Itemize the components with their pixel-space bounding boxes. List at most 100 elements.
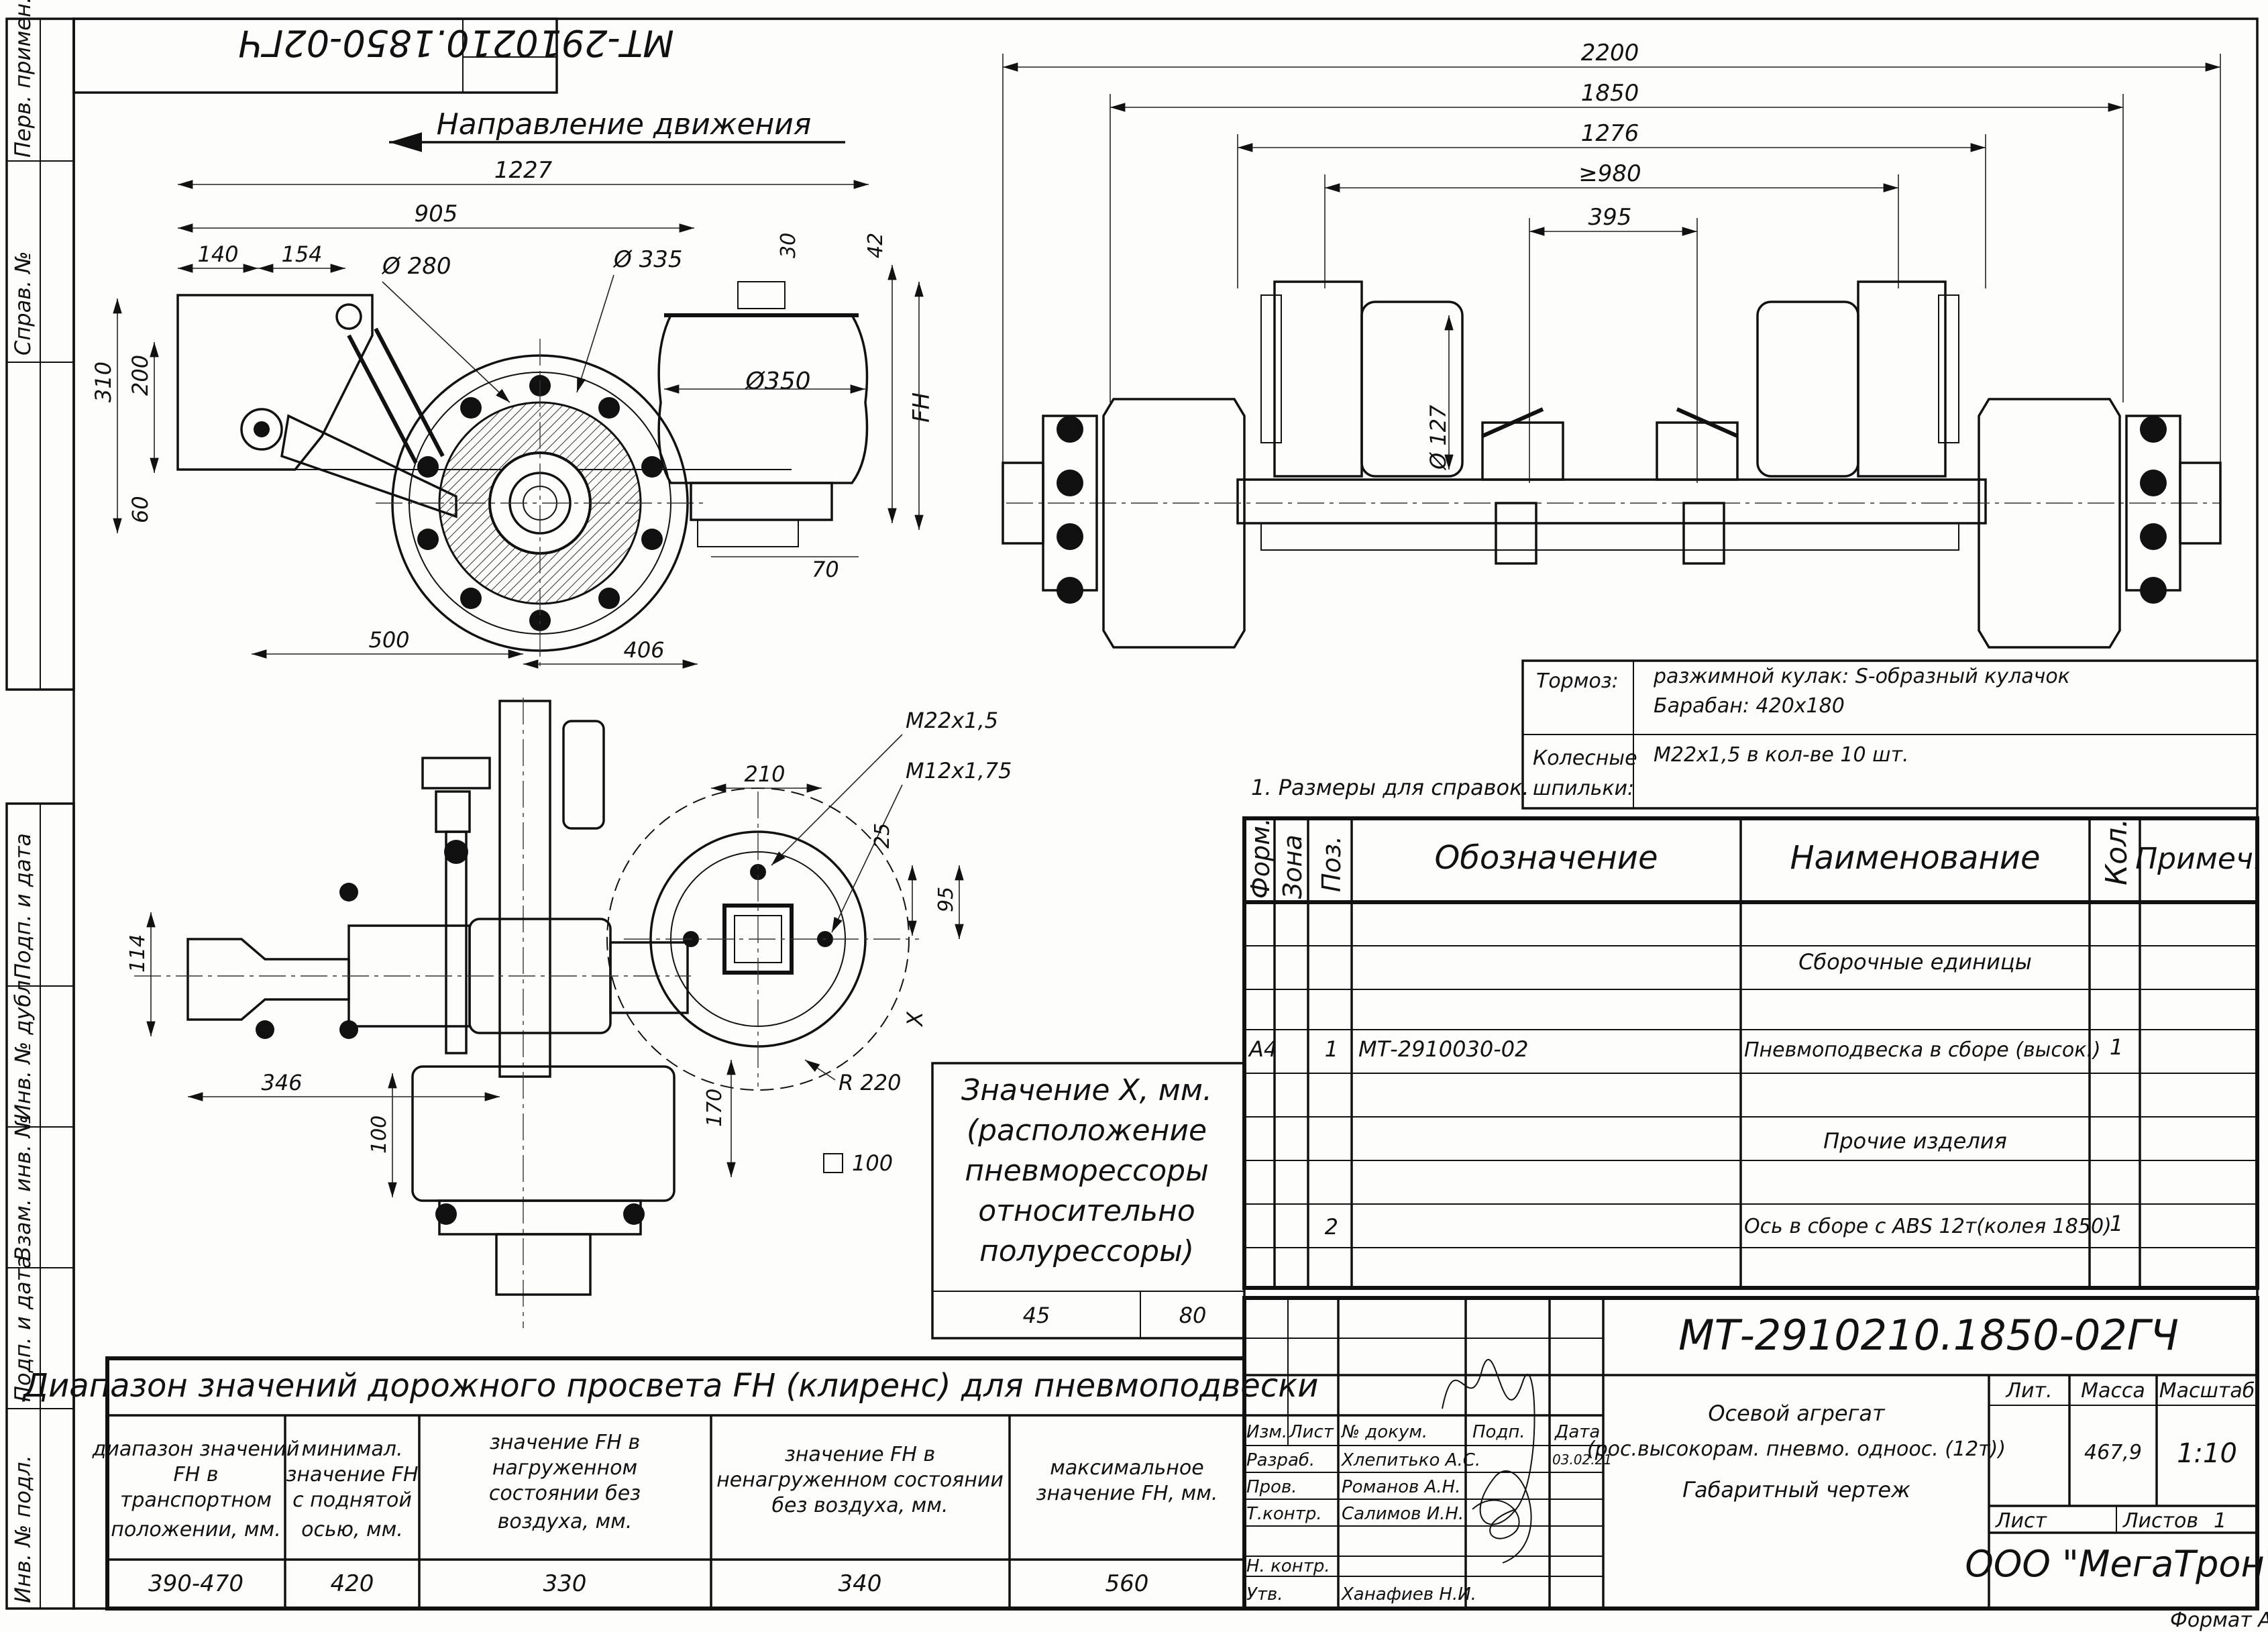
- x-box-value-2: 80: [1179, 1303, 1207, 1328]
- x-box-line-4: относительно: [978, 1194, 1195, 1228]
- clearance-h3-3: состоянии без: [489, 1482, 641, 1505]
- clearance-title: Диапазон значений дорожного просвета FH …: [22, 1367, 1319, 1405]
- tb-h-list: Лист: [1289, 1422, 1334, 1442]
- side-label-sprav: Справ. №: [10, 251, 36, 356]
- studs-label-2: шпильки:: [1533, 777, 1634, 800]
- spec-row2-pos: 2: [1325, 1214, 1338, 1240]
- spec-header-name: Наименование: [1790, 839, 2040, 877]
- x-value-box: Значение X, мм. (расположение пневморесс…: [931, 1062, 1246, 1340]
- side-labels: Перв. примен. Справ. № Подп. и дата Инв.…: [10, 0, 36, 1603]
- spec-header-designation: Обозначение: [1434, 839, 1658, 877]
- dim-170: 170: [703, 1089, 726, 1127]
- tb-h-scale: Масштаб: [2159, 1379, 2255, 1403]
- clearance-h3-2: нагруженном: [492, 1456, 637, 1480]
- dim-d335: Ø 335: [612, 246, 682, 273]
- tb-code: МТ-2910210.1850-02ГЧ: [1678, 1311, 2179, 1360]
- spec-row1-name: Пневмоподвеска в сборе (высок.): [1744, 1038, 2101, 1062]
- clearance-h2-4: осью, мм.: [301, 1518, 403, 1541]
- signature: [1442, 1358, 1535, 1564]
- clearance-v2: 420: [331, 1570, 374, 1597]
- dim-1227: 1227: [494, 157, 553, 184]
- clearance-v1: 390-470: [148, 1570, 244, 1597]
- tb-company: ООО "МегаТрон": [1965, 1543, 2268, 1585]
- studs-label-1: Колесные: [1533, 747, 1637, 770]
- spec-row2-qty: 1: [2110, 1211, 2123, 1236]
- x-box-line-5: полурессоры): [979, 1234, 1194, 1268]
- clearance-h3-1: значение FH в: [490, 1431, 640, 1454]
- tb-h-sign: Подп.: [1472, 1422, 1525, 1442]
- title-block: МТ-2910210.1850-02ГЧ Изм. Лист № докум. …: [1242, 1296, 2268, 1611]
- spec-row1-form: A4: [1248, 1036, 1277, 1062]
- dim-m22: M22x1,5: [906, 708, 998, 733]
- stamp-top-code: МТ-2910210.1850-02ГЧ: [238, 21, 673, 64]
- spec-table: Форм. Зона Поз. Обозначение Наименование…: [1242, 816, 2263, 1290]
- tb-h-lit: Лит.: [2005, 1379, 2052, 1403]
- clearance-h3-4: воздуха, мм.: [498, 1510, 633, 1533]
- side-label-inv-podl: Инв. № подл.: [10, 1455, 36, 1603]
- dim-70: 70: [812, 557, 839, 582]
- tb-scale: 1:10: [2177, 1438, 2237, 1469]
- dim-1850: 1850: [1581, 80, 1639, 107]
- spec-header-qty: Кол.: [2100, 818, 2134, 885]
- tb-role-prov: Пров.: [1246, 1477, 1297, 1497]
- note-text: 1. Размеры для справок.: [1251, 775, 1529, 800]
- dim-42: 42: [864, 233, 887, 258]
- tb-h-sheet: Лист: [1995, 1509, 2048, 1533]
- tb-role-tkontr: Т.контр.: [1246, 1504, 1322, 1524]
- side-label-vzam: Взам. инв. №: [10, 1116, 36, 1261]
- clearance-h4-3: без воздуха, мм.: [772, 1494, 949, 1517]
- tb-h-doc: № докум.: [1340, 1422, 1427, 1442]
- tb-name-tkontr: Салимов И.Н.: [1342, 1504, 1464, 1524]
- tb-h-date: Дата: [1554, 1422, 1600, 1442]
- spec-section-other: Прочие изделия: [1823, 1128, 2007, 1154]
- dim-r220: R 220: [839, 1070, 901, 1095]
- clearance-h5-1: максимальное: [1050, 1456, 1203, 1480]
- clearance-h2-3: с поднятой: [292, 1488, 412, 1512]
- dim-m12: M12x1,75: [906, 758, 1012, 783]
- direction-label: Направление движения: [437, 107, 812, 142]
- side-view: Направление движения 1227 905 140 154 Ø …: [91, 107, 935, 669]
- dim-500: 500: [368, 627, 409, 653]
- tb-role-razrab: Разраб.: [1246, 1450, 1315, 1470]
- side-label-perv: Перв. примен.: [10, 0, 36, 158]
- dim-100b: 100: [852, 1150, 893, 1176]
- dim-60: 60: [127, 496, 153, 523]
- side-label-inv-dubl: Инв. № дубл.: [10, 973, 36, 1120]
- tb-sheets: 1: [2214, 1509, 2226, 1533]
- dim-fh: FH: [908, 392, 935, 423]
- brake-value-1: разжимной кулак: S-образный кулачок: [1653, 665, 2070, 688]
- dim-346: 346: [261, 1070, 302, 1095]
- x-box-line-1: Значение X, мм.: [961, 1073, 1212, 1107]
- clearance-h1-1: диапазон значений: [92, 1437, 300, 1461]
- dim-140: 140: [197, 241, 238, 267]
- clearance-v4: 340: [839, 1570, 882, 1597]
- clearance-v3: 330: [543, 1570, 587, 1597]
- studs-value: M22x1,5 в кол-ве 10 шт.: [1654, 743, 1909, 767]
- dim-200: 200: [127, 355, 153, 396]
- brake-value-2: Барабан: 420x180: [1654, 694, 1845, 718]
- tb-name-3: Габаритный чертеж: [1682, 1477, 1910, 1503]
- dim-95: 95: [934, 887, 958, 912]
- side-label-podp2: Подп. и дата: [10, 1256, 36, 1402]
- dim-30: 30: [777, 233, 800, 258]
- spec-row1-qty: 1: [2110, 1034, 2123, 1060]
- spec-header-pos: Поз.: [1317, 836, 1346, 892]
- dim-2200: 2200: [1581, 40, 1639, 66]
- tb-h-izm: Изм.: [1246, 1422, 1287, 1442]
- dim-406: 406: [623, 637, 664, 663]
- tb-date-razrab: 03.02.21: [1552, 1452, 1612, 1468]
- x-box-line-3: пневморессоры: [965, 1154, 1209, 1188]
- brake-label: Тормоз:: [1536, 669, 1619, 693]
- clearance-h5-2: значение FH, мм.: [1036, 1482, 1218, 1505]
- spec-header-note: Примеч.: [2135, 842, 2263, 876]
- dim-1276: 1276: [1581, 120, 1639, 147]
- dim-114: 114: [126, 934, 150, 973]
- dim-154: 154: [281, 241, 322, 267]
- clearance-h1-4: положении, мм.: [111, 1518, 280, 1541]
- tb-name-prov: Романов А.Н.: [1342, 1477, 1461, 1497]
- spec-row1-designation: МТ-2910030-02: [1358, 1036, 1528, 1062]
- plan-view: 114 346 100: [126, 698, 691, 1328]
- tb-name-utv: Ханафиев Н.И.: [1340, 1584, 1476, 1604]
